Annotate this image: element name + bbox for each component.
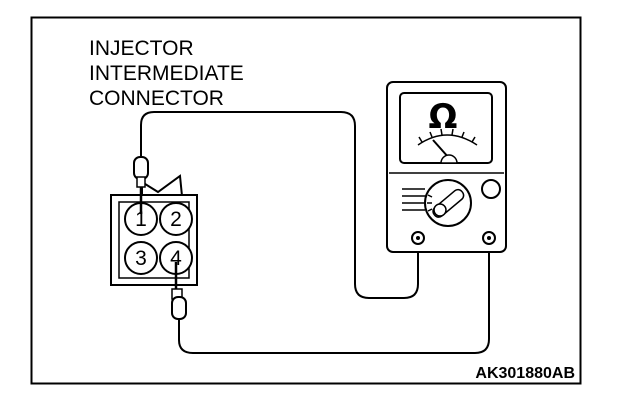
meter-terminal-left-center [416, 236, 420, 240]
figure-frame [30, 16, 582, 385]
label-line-1: INJECTOR [89, 37, 194, 60]
meter-scale-ticks [418, 128, 476, 143]
intermediate-connector: 1 2 3 4 [110, 174, 198, 286]
pin-label-3: 3 [135, 247, 147, 270]
connector-label: INJECTOR INTERMEDIATE CONNECTOR [89, 37, 244, 110]
knob-center [433, 203, 447, 217]
label-line-2: INTERMEDIATE [89, 62, 244, 85]
figure-code: AK301880AB [475, 365, 575, 382]
meter-needle-pivot [440, 154, 458, 164]
connector-latch [141, 174, 184, 197]
label-line-3: CONNECTOR [89, 87, 224, 110]
test-lead-lower [178, 238, 490, 354]
connector-pin-2 [159, 202, 193, 236]
knob-grip-ticks [427, 194, 433, 212]
probe-upper [133, 156, 149, 214]
test-lead-upper [140, 111, 419, 299]
connector-pin-3 [124, 241, 158, 275]
range-marks [402, 188, 428, 211]
pin-label-4: 4 [170, 247, 182, 270]
ohmmeter: Ω [386, 81, 507, 253]
probe-lower [171, 262, 187, 320]
pin-label-2: 2 [170, 208, 182, 231]
pin-label-1: 1 [135, 208, 147, 231]
meter-terminal-right-center [487, 236, 491, 240]
zero-adjust-icon [481, 179, 501, 199]
meter-scale-arc [417, 134, 478, 146]
